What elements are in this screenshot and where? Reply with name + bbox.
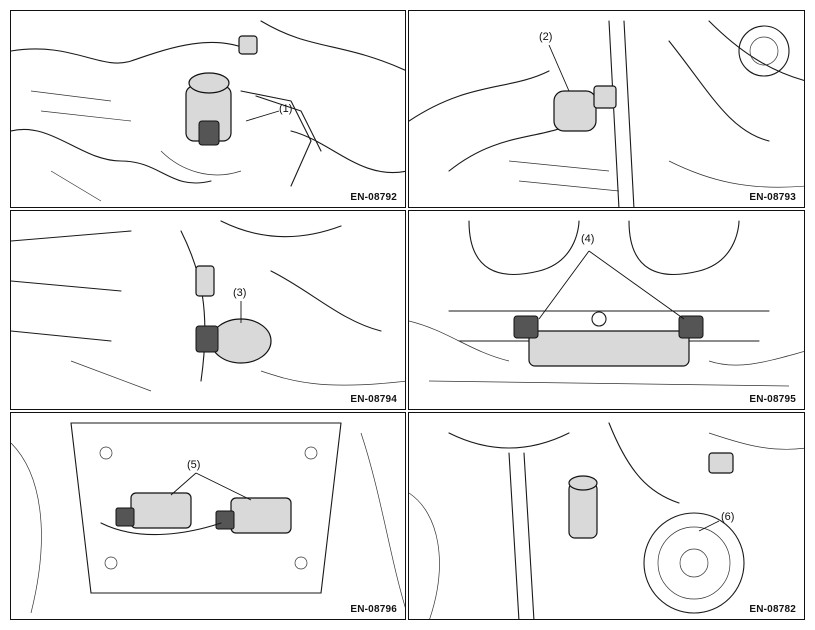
panel-2-figure-id: EN-08793: [749, 192, 796, 203]
panel-5-figure-id: EN-08796: [350, 604, 397, 615]
panel-4: (4) EN-08795: [408, 210, 805, 410]
panel-6: (6) EN-08782: [408, 412, 805, 620]
panel-4-callout: (4): [581, 233, 595, 245]
panel-5-callout: (5): [187, 459, 201, 471]
panel-5: (5) EN-08796: [10, 412, 406, 620]
panel-2: (2) EN-08793: [408, 10, 805, 208]
panel-6-figure-id: EN-08782: [749, 604, 796, 615]
panel-1-figure-id: EN-08792: [350, 192, 397, 203]
panel-5-drawing: [11, 422, 405, 614]
panel-1-drawing: [11, 20, 405, 202]
panel-3: (3) EN-08794: [10, 210, 406, 410]
panel-6-callout: (6): [721, 511, 735, 523]
panel-4-drawing: [409, 220, 804, 387]
panel-1-callout: (1): [279, 103, 293, 115]
panel-3-drawing: [11, 220, 405, 392]
panel-3-callout: (3): [233, 287, 247, 299]
panel-2-drawing: [409, 20, 804, 207]
panel-6-drawing: [409, 422, 804, 619]
panel-3-figure-id: EN-08794: [350, 394, 397, 405]
panel-1: (1) EN-08792: [10, 10, 406, 208]
panel-2-callout: (2): [539, 31, 553, 43]
panel-4-figure-id: EN-08795: [749, 394, 796, 405]
